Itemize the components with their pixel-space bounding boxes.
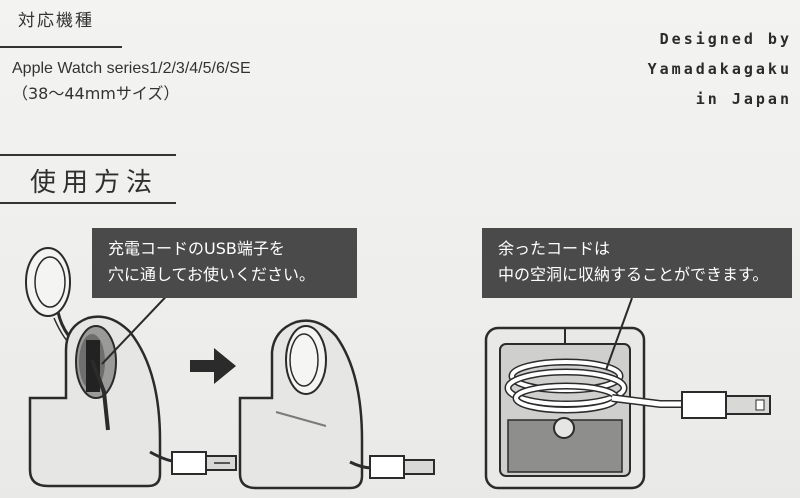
callout-right-line-1: 余ったコードは bbox=[498, 239, 611, 258]
designed-by-block: Designed by Yamadakagaku in Japan bbox=[612, 24, 792, 114]
usage-rule-bottom bbox=[0, 202, 176, 204]
storage-bottom-view-illustration bbox=[484, 326, 771, 490]
callout-insert-usb: 充電コードのUSB端子を 穴に通してお使いください。 bbox=[92, 228, 357, 298]
compatible-models: Apple Watch series1/2/3/4/5/6/SE bbox=[12, 60, 251, 77]
designed-line-1: Designed by bbox=[659, 30, 792, 48]
arrow-right-icon bbox=[190, 348, 236, 384]
callout-left-line-2: 穴に通してお使いください。 bbox=[108, 265, 316, 284]
designed-line-3: in Japan bbox=[695, 90, 792, 108]
compat-title-rule bbox=[0, 46, 122, 48]
stand-plain-illustration bbox=[238, 319, 435, 490]
callout-store-cable: 余ったコードは 中の空洞に収納することができます。 bbox=[482, 228, 792, 298]
size-range: （38〜44mmサイズ） bbox=[12, 84, 180, 103]
designed-line-2: Yamadakagaku bbox=[647, 60, 792, 78]
usage-rule-top bbox=[0, 154, 176, 156]
usage-title: 使用方法 bbox=[30, 168, 159, 198]
callout-left-line-1: 充電コードのUSB端子を bbox=[108, 239, 285, 258]
callout-left-pointer bbox=[101, 285, 177, 365]
callout-right-line-2: 中の空洞に収納することができます。 bbox=[498, 265, 769, 284]
compat-title: 対応機種 bbox=[18, 11, 94, 31]
callout-right-pointer bbox=[605, 297, 633, 371]
stand-with-cable-illustration bbox=[28, 315, 237, 488]
